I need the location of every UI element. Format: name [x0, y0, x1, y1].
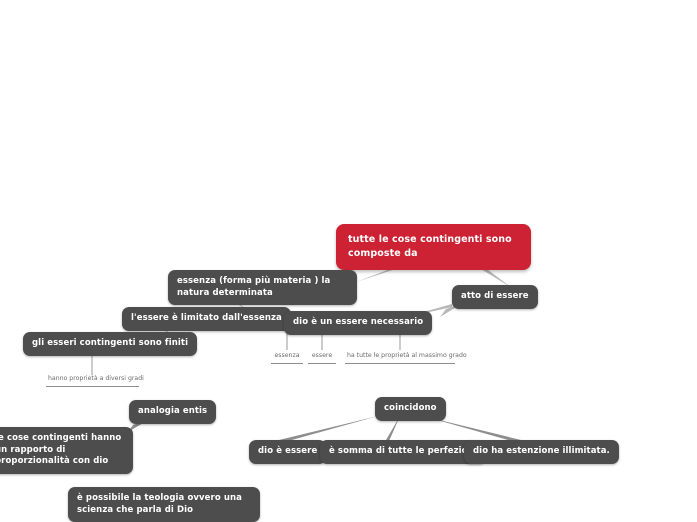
node-estenzione-illimitata[interactable]: dio ha estenzione illimitata.	[464, 440, 619, 464]
node-dio-necessario[interactable]: dio è un essere necessario	[284, 311, 433, 335]
leaf-essere[interactable]: essere	[308, 352, 336, 364]
node-coincidono[interactable]: coincidono	[375, 397, 446, 421]
node-atto-di-essere[interactable]: atto di essere	[452, 285, 538, 309]
leaf-proprieta-diversi-gradi[interactable]: hanno proprietà a diversi gradi	[46, 375, 144, 387]
node-root[interactable]: tutte le cose contingenti sono composte …	[336, 224, 531, 270]
node-essere-limitato[interactable]: l'essere è limitato dall'essenza	[122, 307, 291, 331]
node-teologia[interactable]: è possibile la teologia ovvero una scien…	[68, 487, 260, 522]
node-dio-e-essere[interactable]: dio è essere	[249, 440, 327, 464]
node-rapporto-proporzionalita[interactable]: le cose contingenti hanno un rapporto di…	[0, 427, 133, 475]
node-analogia-entis[interactable]: analogia entis	[129, 400, 217, 424]
node-essenza-forma[interactable]: essenza (forma più materia ) la natura d…	[168, 270, 357, 306]
node-esseri-contingenti-finiti[interactable]: gli esseri contingenti sono finiti	[23, 332, 198, 356]
node-somma-perfezioni[interactable]: è somma di tutte le perfezioni	[320, 440, 486, 464]
leaf-essenza[interactable]: essenza	[271, 352, 303, 364]
leaf-proprieta-massimo-grado[interactable]: ha tutte le proprietà al massimo grado	[345, 352, 467, 364]
connector-coincidono-to-dio-essere	[279, 416, 378, 443]
